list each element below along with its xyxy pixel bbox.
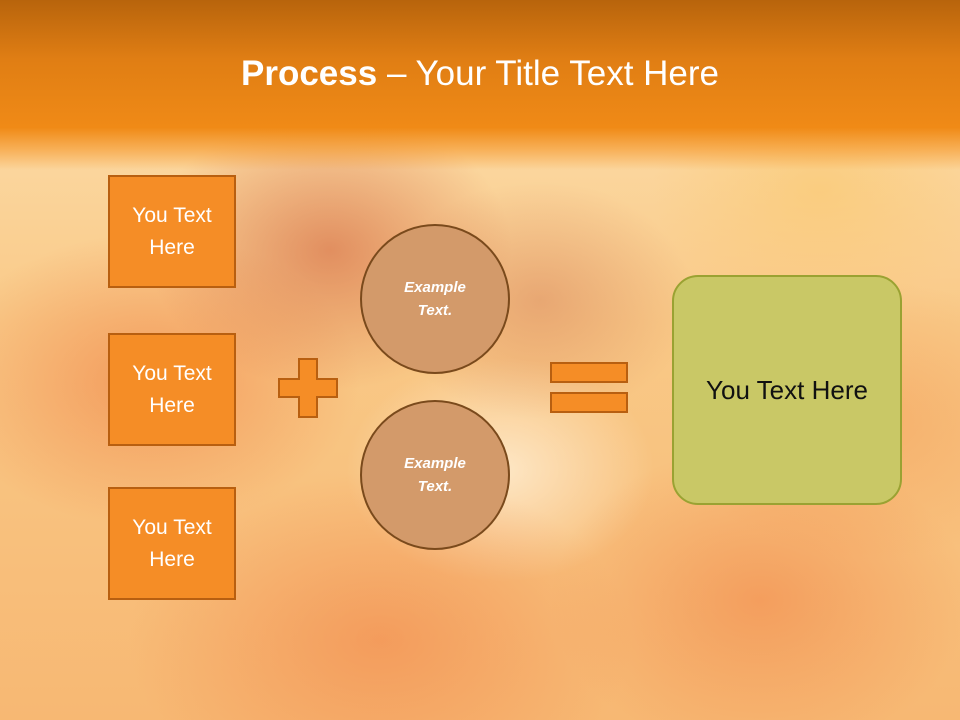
title-bold: Process — [241, 54, 378, 93]
text-box-label: You Text Here — [132, 361, 212, 417]
text-box-1: You Text Here — [108, 175, 236, 288]
circle-label: Example Text. — [404, 455, 466, 495]
text-box-label: You Text Here — [132, 515, 212, 571]
slide-title: Process – Your Title Text Here — [0, 52, 960, 96]
title-bar: Process – Your Title Text Here — [0, 0, 960, 170]
result-box: You Text Here — [672, 275, 902, 505]
title-rest: – Your Title Text Here — [377, 54, 719, 93]
plus-icon — [278, 358, 338, 418]
text-box-label: You Text Here — [132, 203, 212, 259]
example-circle-1: Example Text. — [360, 224, 510, 374]
equals-icon — [550, 362, 628, 413]
circle-label: Example Text. — [404, 279, 466, 319]
example-circle-2: Example Text. — [360, 400, 510, 550]
text-box-3: You Text Here — [108, 487, 236, 600]
text-box-2: You Text Here — [108, 333, 236, 446]
result-label: You Text Here — [706, 374, 868, 405]
